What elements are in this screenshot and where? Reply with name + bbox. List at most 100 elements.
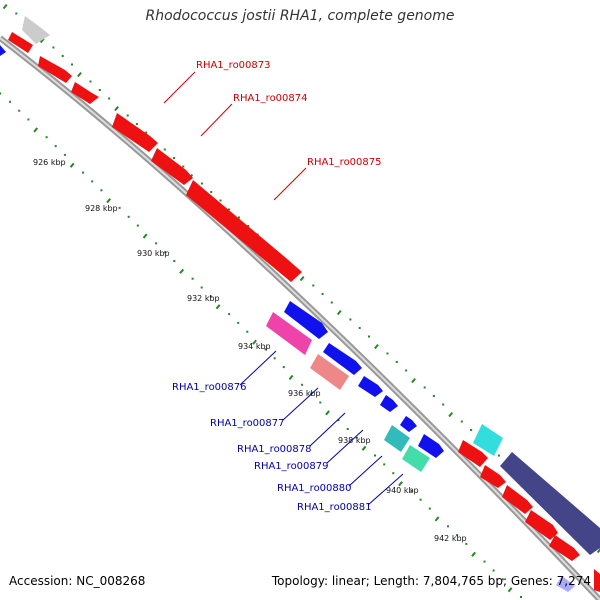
track-tick [299, 276, 305, 282]
gene-blue-edge[interactable] [0, 45, 6, 56]
track-tick [374, 344, 379, 350]
track-dot [54, 145, 57, 148]
gene-red-9[interactable] [502, 485, 533, 514]
gene-label-ro00881[interactable]: RHA1_ro00881 [297, 502, 372, 513]
track-dot [118, 206, 121, 209]
gene-red-7[interactable] [458, 440, 488, 467]
track-tick [39, 37, 45, 44]
gene-label-ro00875[interactable]: RHA1_ro00875 [307, 157, 382, 168]
track-dot [423, 386, 426, 389]
track-tick [507, 587, 513, 593]
track-dot [100, 189, 103, 192]
gene-slate[interactable] [500, 452, 600, 555]
gene-red-12[interactable] [594, 569, 600, 592]
gene-labels: RHA1_ro00873 RHA1_ro00874 RHA1_ro00875 R… [172, 60, 382, 513]
track-dot [228, 313, 231, 316]
track-dot [108, 97, 111, 100]
gene-red-11[interactable] [549, 535, 580, 561]
track-dot [497, 454, 500, 457]
gene-red-4[interactable] [112, 113, 158, 152]
label-leaders [163, 71, 404, 506]
track-dot [200, 286, 203, 289]
gene-red-2[interactable] [38, 56, 72, 83]
gene-red-5[interactable] [151, 148, 193, 185]
gene-salmon[interactable] [310, 354, 349, 390]
gene-blue-2[interactable] [323, 343, 362, 375]
gene-cyan-right[interactable] [473, 424, 503, 456]
track-dot [301, 383, 304, 386]
tick-label: 928 kbp [85, 204, 118, 213]
track-dot [98, 89, 101, 91]
gene-label-ro00873[interactable]: RHA1_ro00873 [196, 60, 271, 71]
track-dot [18, 109, 21, 112]
track-dot [442, 403, 445, 406]
track-dot [355, 436, 358, 439]
track-dot [419, 498, 422, 501]
tick-label: 930 kbp [137, 249, 170, 258]
track-dot [127, 215, 130, 218]
track-tick [596, 547, 600, 554]
track-tick [288, 374, 294, 381]
track-dot [9, 100, 12, 103]
track-dot [209, 295, 212, 298]
track-dot [392, 472, 395, 475]
track-dot [368, 335, 370, 338]
accession-text: Accession: NC_008268 [9, 574, 146, 588]
gene-label-ro00879[interactable]: RHA1_ro00879 [254, 461, 329, 472]
track-dot [432, 395, 435, 397]
genome-backbone [0, 35, 600, 600]
track-dot [164, 251, 167, 254]
track-dot [173, 260, 176, 262]
track-tick [434, 516, 440, 522]
gene-top-gray[interactable] [22, 16, 50, 44]
gene-red-8[interactable] [480, 465, 506, 488]
track-tick [33, 127, 39, 133]
gene-label-ro00877[interactable]: RHA1_ro00877 [210, 418, 285, 429]
track-tick [77, 72, 82, 78]
track-dot [405, 369, 408, 372]
track-dot [182, 165, 185, 168]
track-dot [91, 180, 94, 183]
gene-label-ro00878[interactable]: RHA1_ro00878 [237, 444, 312, 455]
tick-label: 932 kbp [187, 294, 220, 303]
track-dot [386, 352, 389, 355]
track-dot [337, 419, 340, 422]
gene-blue-1[interactable] [284, 301, 328, 339]
gene-red-1[interactable] [8, 32, 33, 53]
gene-cyan-left[interactable] [384, 425, 410, 452]
track-tick [69, 162, 75, 168]
track-dot [483, 560, 486, 563]
track-dot [520, 596, 522, 598]
gene-blue-6[interactable] [418, 434, 444, 458]
track-dot [346, 428, 349, 430]
gene-blue-3[interactable] [358, 376, 383, 397]
gene-blue-5[interactable] [400, 416, 417, 432]
track-dot [501, 578, 504, 581]
track-dot [191, 277, 194, 280]
gene-blue-4[interactable] [380, 395, 398, 412]
track-dot [456, 534, 459, 537]
gene-green[interactable] [402, 445, 430, 472]
track-dot [82, 171, 85, 174]
track-dot [470, 429, 473, 431]
gene-label-ro00874[interactable]: RHA1_ro00874 [233, 93, 308, 104]
genome-title: Rhodococcus jostii RHA1, complete genome [145, 8, 455, 24]
track-dot [200, 182, 203, 185]
track-tick [106, 198, 112, 204]
track-dot [428, 507, 431, 510]
gene-red-3[interactable] [71, 82, 99, 104]
track-dot [89, 80, 92, 83]
tick-label: 940 kbp [386, 486, 419, 495]
gene-label-ro00876[interactable]: RHA1_ro00876 [172, 382, 247, 393]
gene-label-ro00880[interactable]: RHA1_ro00880 [277, 483, 352, 494]
genome-stats-text: Topology: linear; Length: 7,804,765 bp; … [271, 574, 591, 588]
gene-red-6[interactable] [186, 180, 302, 282]
track-tick [336, 310, 342, 316]
track-dot [219, 199, 222, 202]
track-tick [325, 410, 330, 416]
gene-magenta[interactable] [266, 312, 312, 355]
gene-lavender[interactable] [556, 576, 575, 592]
track-dot [155, 242, 158, 245]
gene-red-10[interactable] [525, 510, 558, 540]
track-dot [126, 114, 129, 117]
